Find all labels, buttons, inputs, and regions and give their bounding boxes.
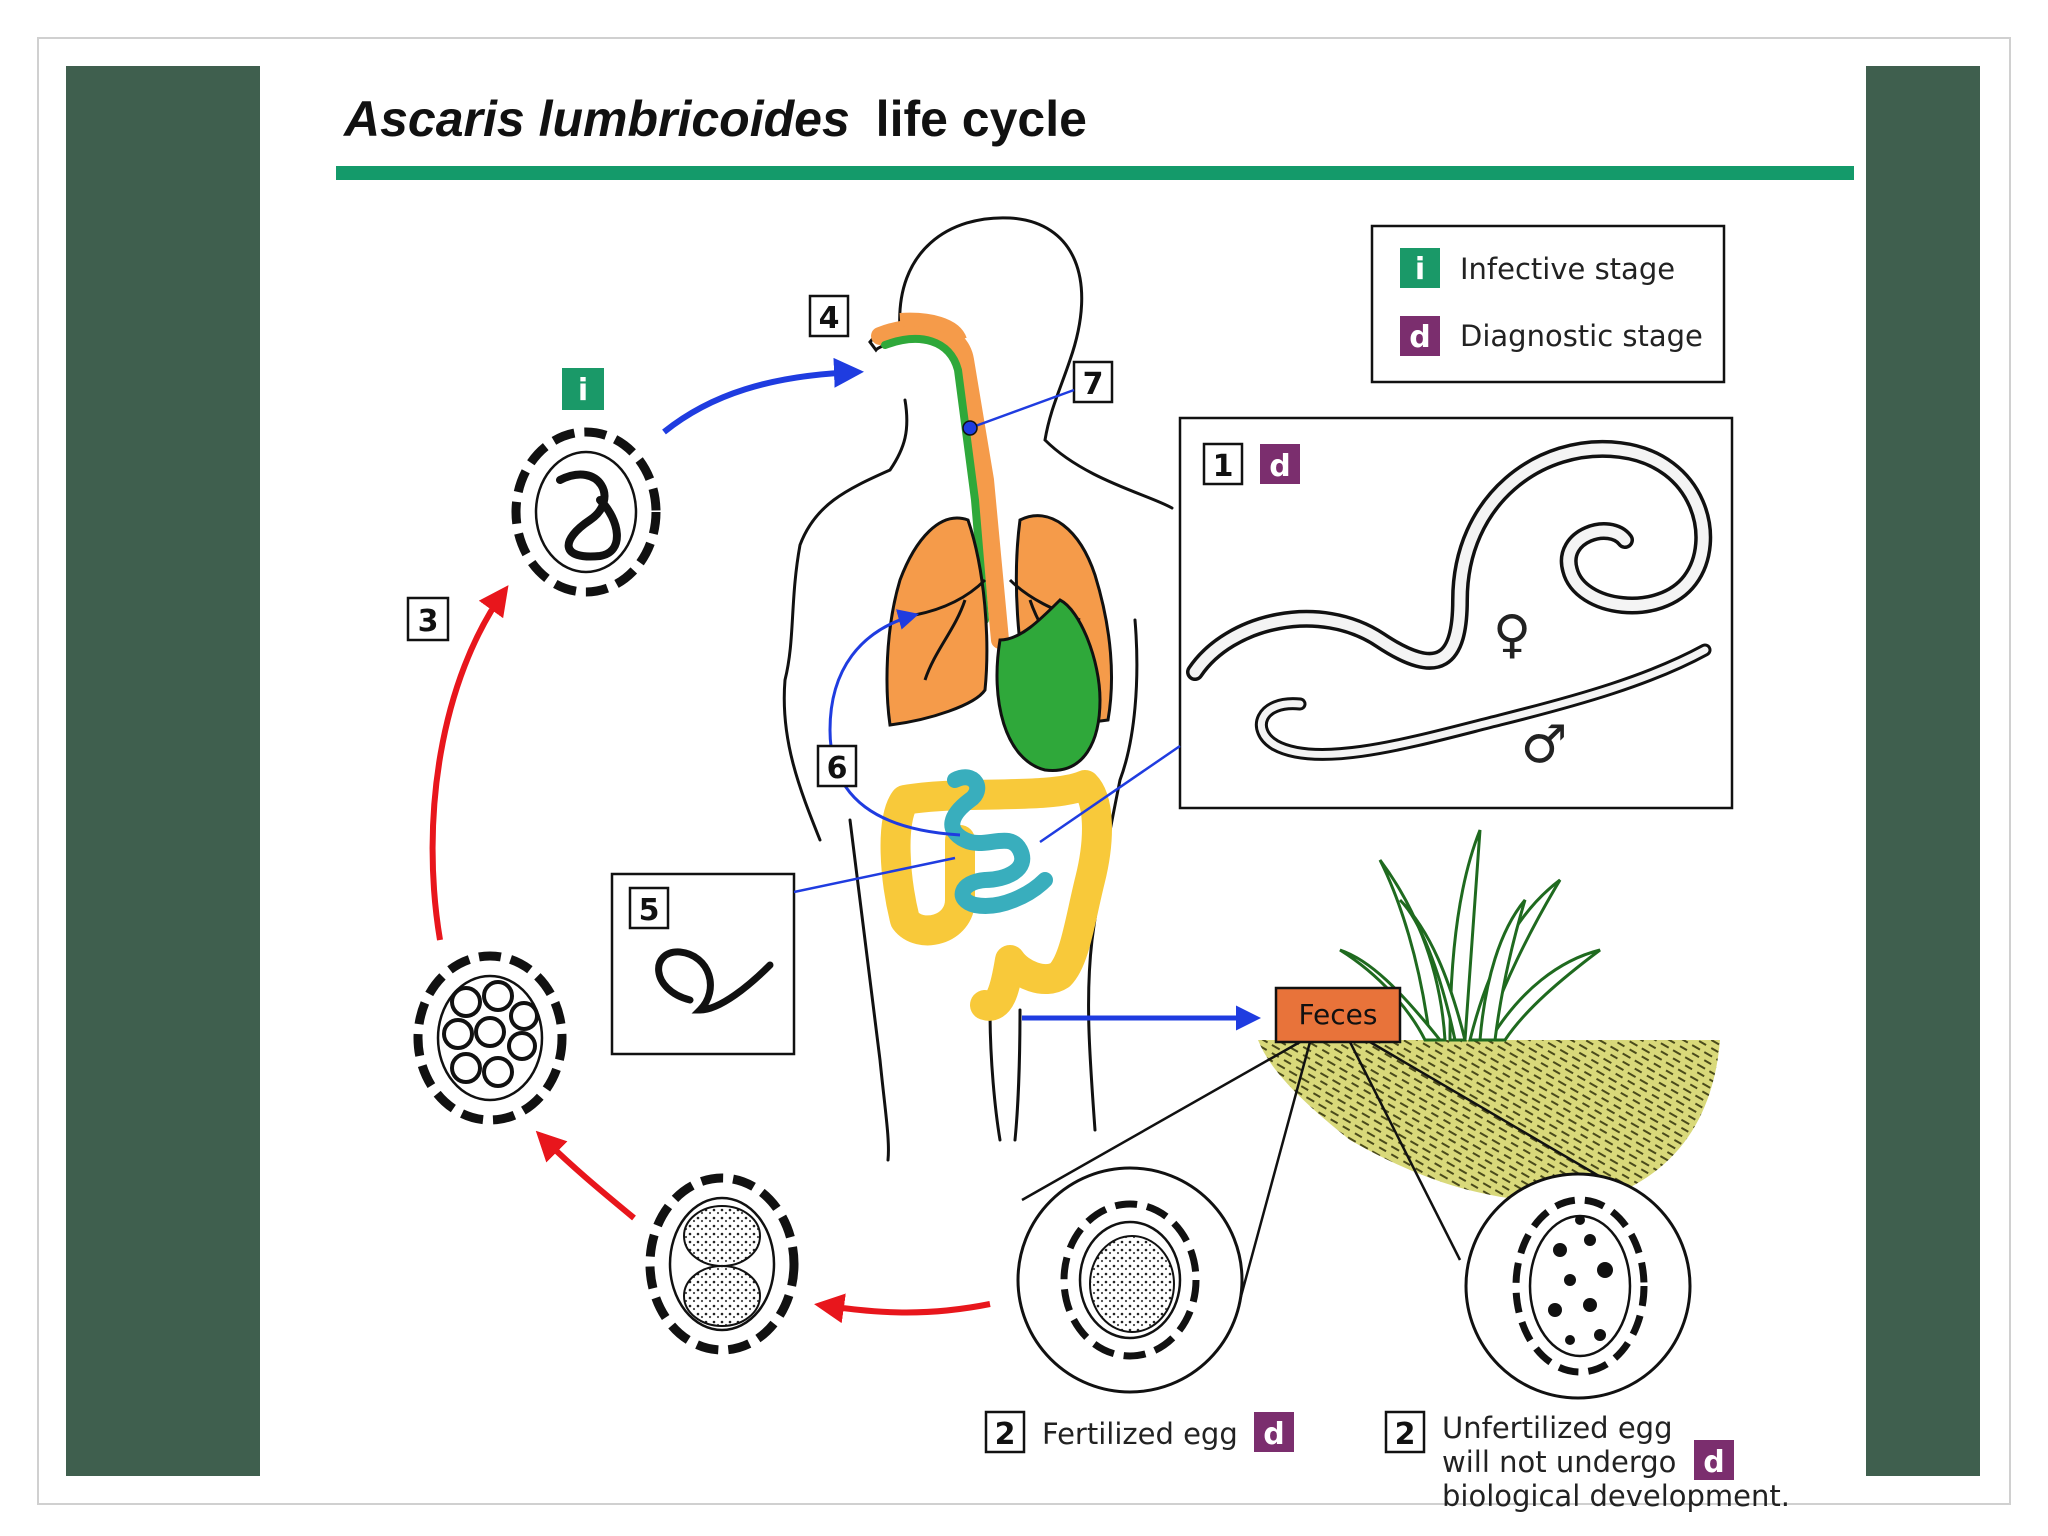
- step-3-box: [406, 596, 450, 642]
- nasal-passage: [899, 312, 967, 344]
- left-side-panel: [66, 66, 260, 1476]
- step-7-label: 7: [1083, 367, 1104, 402]
- unfertilized-egg-view: [1464, 1172, 1692, 1400]
- embryonated-larva: [556, 470, 621, 561]
- legend-diagnostic-label: Diagnostic stage: [1460, 319, 1703, 353]
- step-5-label: 5: [639, 893, 660, 928]
- step-4-label: 4: [819, 301, 840, 336]
- development-arrow-3: [429, 585, 509, 941]
- step-1-diagnostic-badge-text: d: [1269, 449, 1290, 484]
- step-2-fertilized-box: [984, 1410, 1026, 1454]
- larva: [655, 948, 774, 1014]
- step-2-unfertilized-label: 2: [1395, 1417, 1416, 1452]
- fertilized-diagnostic-badge: [1254, 1412, 1294, 1452]
- legend-infective-label: Infective stage: [1460, 252, 1675, 286]
- title-rule: [336, 166, 1854, 180]
- unfertilized-caption-line-3: biological development.: [1442, 1479, 1790, 1513]
- egg-callout-lines: [1021, 1040, 1641, 1301]
- step-7-box: [1072, 360, 1114, 404]
- feces-label: Feces: [1298, 998, 1377, 1031]
- development-arrow-2: [535, 1130, 636, 1221]
- step-1-diagnostic-badge: [1260, 444, 1300, 484]
- left-torso-outline: [782, 398, 909, 842]
- legend-infective-badge-text: i: [1415, 252, 1425, 287]
- leg-gap-right: [1013, 1008, 1022, 1142]
- infective-badge: [562, 368, 604, 410]
- step-3-label: 3: [418, 604, 439, 639]
- step-7-marker: [962, 420, 978, 436]
- esophagus: [881, 335, 989, 624]
- grass-blades: [1339, 829, 1601, 1042]
- male-symbol: ♂: [1521, 715, 1568, 775]
- step-5-pointer: [793, 856, 956, 894]
- unfertilized-caption-line-2: will not undergo: [1442, 1445, 1676, 1479]
- soil: [1258, 1040, 1720, 1202]
- step-2-unfertilized-box: [1384, 1410, 1426, 1454]
- right-side-panel: [1866, 66, 1980, 1476]
- step-6-migration-arrow: [828, 609, 961, 837]
- egg-two-cell: [645, 1173, 799, 1355]
- unfertilized-diagnostic-badge: [1694, 1440, 1734, 1480]
- large-intestine: [880, 770, 1112, 1021]
- grass-soil: [1258, 829, 1720, 1202]
- feces-box: [1274, 986, 1402, 1044]
- fertilized-egg-caption: Fertilized egg: [1042, 1417, 1238, 1451]
- left-side-lower-outline: [848, 818, 890, 1162]
- ingestion-arrow: [662, 357, 864, 435]
- infective-badge-text: i: [578, 373, 588, 408]
- step-1-label: 1: [1213, 449, 1234, 484]
- unfertilized-caption-line-1: Unfertilized egg: [1442, 1411, 1672, 1445]
- step-2-fertilized-label: 2: [995, 1417, 1016, 1452]
- legend-diagnostic-badge: [1400, 316, 1440, 356]
- step-6-label: 6: [827, 751, 848, 786]
- title-rest: life cycle: [876, 91, 1087, 147]
- step-7-pointer: [969, 388, 1075, 430]
- development-arrow-1: [814, 1293, 991, 1324]
- legend: i Infective stage d Diagnostic stage: [1370, 224, 1726, 384]
- legend-diagnostic-badge-text: d: [1409, 320, 1430, 355]
- larva-panel: 5: [610, 856, 956, 1056]
- title-species: Ascaris lumbricoides: [342, 91, 850, 147]
- egg-multi-cell: [413, 951, 567, 1125]
- legend-infective-badge: [1400, 248, 1440, 288]
- female-symbol: ♀: [1493, 605, 1531, 665]
- small-intestine: [944, 769, 1053, 914]
- adult-worm-panel: 1 d ♀ ♂: [1039, 416, 1734, 844]
- left-lung: [885, 516, 989, 727]
- stomach: [995, 598, 1102, 772]
- unfertilized-diagnostic-badge-text: d: [1703, 1445, 1724, 1480]
- leg-gap-left: [988, 1008, 1002, 1142]
- fertilized-egg-view: [1016, 1166, 1244, 1394]
- step-6-box: [816, 744, 858, 788]
- step-1-box: [1202, 442, 1244, 486]
- step-1-pointer: [1039, 744, 1181, 844]
- step-4-box: [808, 294, 850, 338]
- trachea: [871, 319, 1009, 649]
- head-outline: [898, 216, 1174, 510]
- fertilized-diagnostic-badge-text: d: [1263, 1417, 1284, 1452]
- step-5-box: [628, 886, 670, 930]
- diagram-title: Ascaris lumbricoides life cycle: [342, 91, 1087, 147]
- infective-egg: i: [511, 368, 661, 597]
